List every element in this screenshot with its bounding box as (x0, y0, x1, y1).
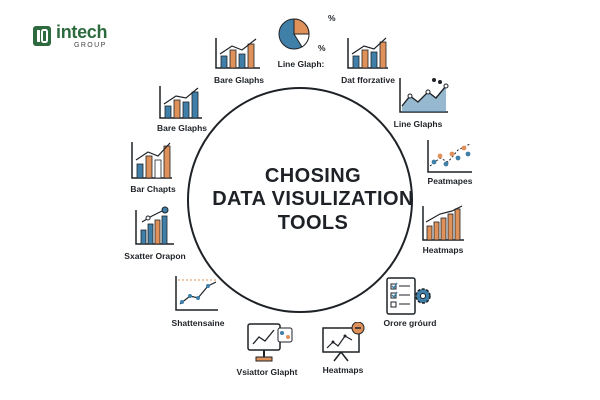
item-label: Shattensaine (171, 318, 225, 328)
item-label: Heatmaps (322, 365, 364, 375)
item-label: Bar Chapts (130, 184, 176, 194)
bar-trend-icon (135, 206, 174, 245)
item-label: Vsiattor Glapht (236, 367, 298, 377)
item-label: Peatmapes (427, 176, 473, 186)
title-line-1: CHOSING (264, 165, 362, 187)
scatter-trend-icon (175, 276, 218, 311)
item-label: Bare Glaphs (213, 75, 265, 85)
presentation-board-icon (322, 322, 365, 362)
line-chart-icon (399, 78, 449, 113)
item-label: Sxatter Orapon (124, 251, 186, 261)
item-label: Line Glaph: (277, 59, 325, 69)
logo-subtitle: GROUP (74, 42, 107, 49)
logo-brand: intech (56, 22, 108, 42)
checklist-gear-icon (386, 277, 431, 315)
pie-chart-icon (278, 18, 310, 50)
bar-growth-icon (159, 86, 202, 119)
bar-growth-icon (347, 37, 388, 69)
item-label: Orore gróurd (383, 318, 437, 328)
title-line-2: DATA VISULIZATION (212, 188, 414, 210)
item-label: Heatmaps (422, 245, 464, 255)
scatter-plot-icon (427, 140, 472, 173)
bar-growth-icon (422, 205, 464, 241)
item-label: Bare Glaphs (156, 123, 208, 133)
item-label: Dat fforzative (341, 75, 395, 85)
monitor-chart-icon (247, 323, 293, 362)
pie-percent-label: % (328, 13, 336, 23)
logo-mark-icon (33, 26, 51, 46)
bar-growth-icon (215, 38, 260, 69)
company-logo: intech GROUP (32, 22, 118, 52)
pie-percent-label: % (318, 43, 326, 53)
title-line-3: TOOLS (277, 212, 349, 234)
bar-growth-icon (131, 142, 172, 179)
item-label: Line Glaphs (393, 119, 443, 129)
